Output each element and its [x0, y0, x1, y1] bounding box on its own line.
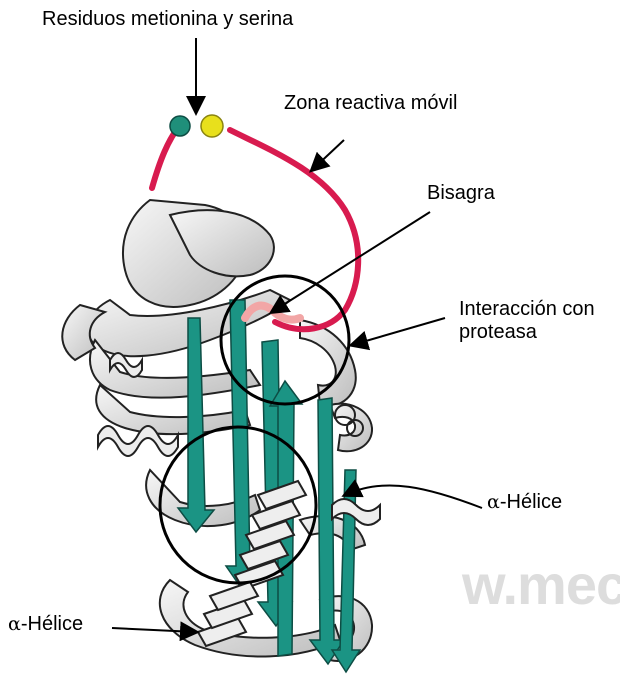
right-helix-arrow [345, 485, 482, 508]
protease-interaction-label-line2: proteasa [459, 321, 595, 344]
watermark-text: w.mec [462, 552, 620, 617]
protease-interaction-arrow [352, 318, 445, 345]
protease-interaction-label-line1: Interacción con [459, 298, 595, 321]
left-alpha-helix-label: α-Hélice [8, 613, 83, 636]
alpha-symbol: α [487, 491, 500, 513]
methionine-sphere [170, 116, 190, 136]
hinge-label: Bisagra [427, 182, 495, 205]
right-alpha-helix-label: α-Hélice [487, 491, 562, 514]
reactive-zone-arrow [312, 140, 344, 170]
residues-label: Residuos metionina y serina [42, 8, 293, 31]
serine-sphere [201, 115, 223, 137]
lower-alpha-helix [198, 582, 258, 646]
helix-text: -Hélice [500, 491, 562, 513]
alpha-symbol: α [8, 613, 21, 635]
protease-interaction-label: Interacción con proteasa [459, 298, 595, 344]
helix-text: -Hélice [21, 613, 83, 635]
reactive-zone-label: Zona reactiva móvil [284, 92, 457, 115]
